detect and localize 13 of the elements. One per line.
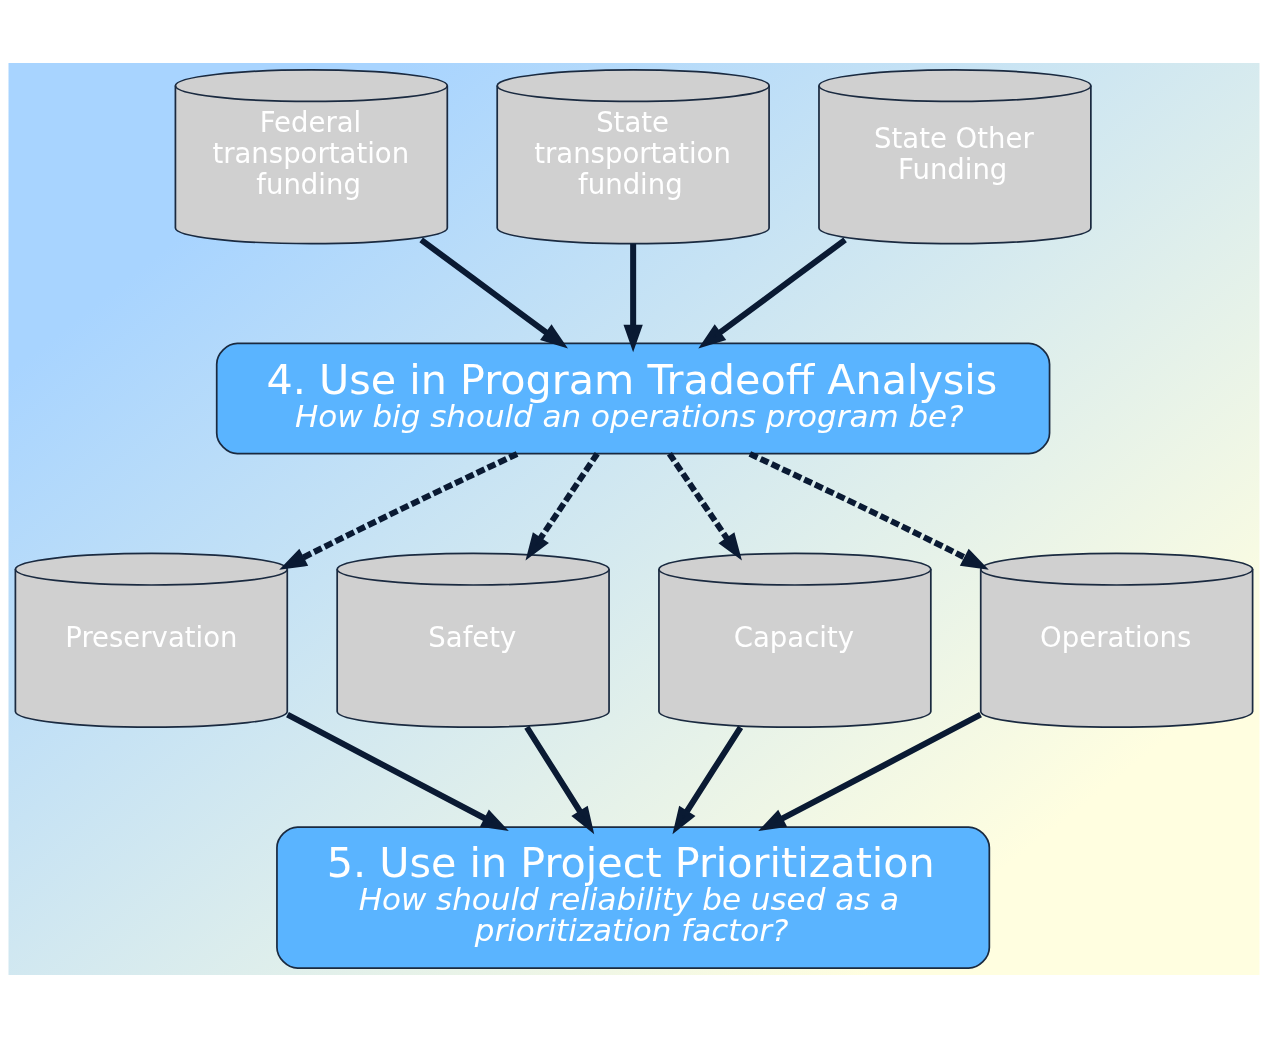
arrow — [524, 725, 595, 834]
node-box: 5. Use in Project Prioritization How should reliability be used as a prioritization factor? — [276, 825, 991, 969]
arrow — [279, 450, 519, 570]
arrow — [698, 236, 847, 349]
arrow — [286, 711, 509, 831]
arrow — [419, 236, 568, 349]
arrow — [525, 451, 600, 561]
arrow — [672, 725, 744, 834]
arrow — [748, 450, 989, 570]
node-box: 4. Use in Program Tradeoff Analysis How big should an operations program be? — [215, 342, 1051, 454]
arrow — [758, 711, 982, 831]
arrow — [666, 451, 742, 561]
arrow — [623, 243, 643, 352]
